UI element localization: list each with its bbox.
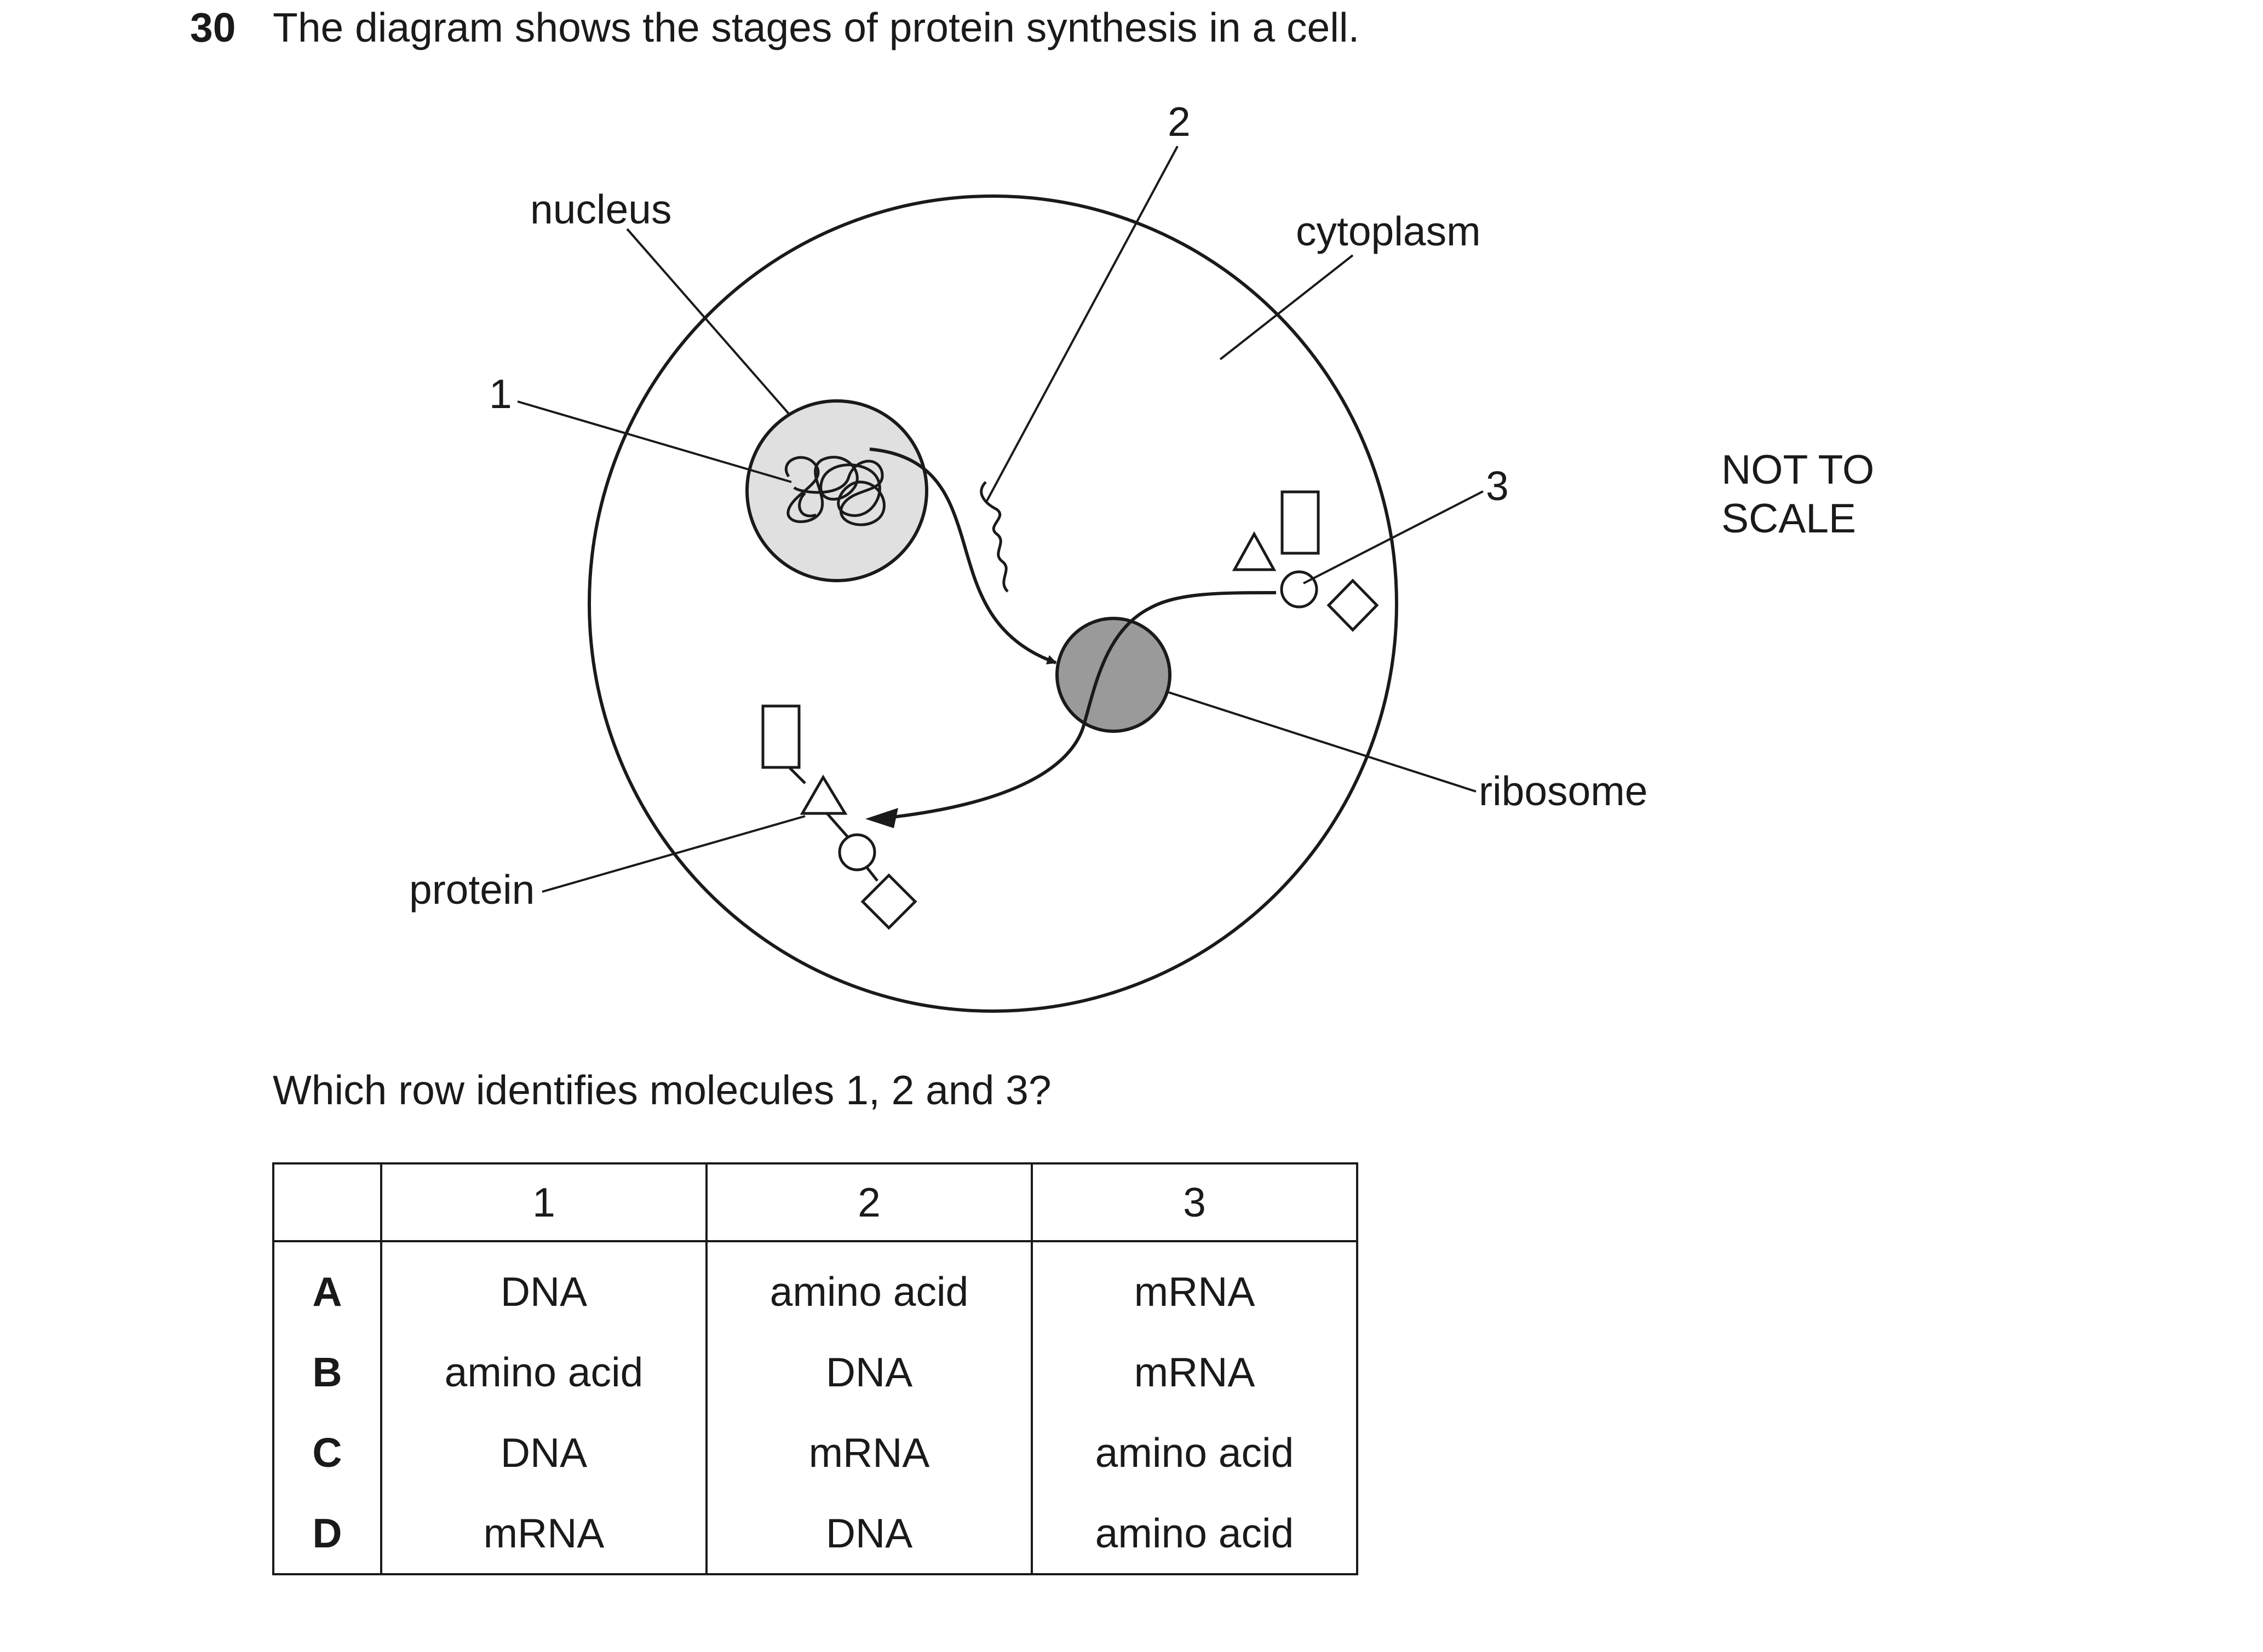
protein-diamond — [860, 873, 917, 930]
amino-acid-circle — [1280, 570, 1318, 609]
table-cell: amino acid — [1031, 1493, 1358, 1575]
cell-membrane — [588, 194, 1398, 1013]
amino-acid-rectangle — [1280, 490, 1320, 555]
mrna-through-ribosome — [876, 591, 1277, 821]
table-row: A DNA amino acid mRNA — [272, 1241, 1358, 1332]
molecule-2-leader-line — [985, 146, 1179, 503]
table-cell: DNA — [705, 1332, 1033, 1412]
table-header-row: 1 2 3 — [272, 1162, 1358, 1242]
table-header-cell — [272, 1162, 382, 1242]
protein-bond-1 — [788, 766, 806, 784]
option-label: B — [272, 1332, 382, 1412]
nucleus-shape — [745, 399, 928, 582]
label-ribosome: ribosome — [1479, 768, 1647, 814]
label-molecule-2: 2 — [1168, 99, 1191, 145]
table-row: C DNA mRNA amino acid — [272, 1412, 1358, 1493]
not-to-scale-line-2: SCALE — [1721, 495, 1856, 541]
table-cell: mRNA — [705, 1412, 1033, 1493]
label-molecule-1: 1 — [489, 371, 512, 417]
not-to-scale-line-1: NOT TO — [1721, 446, 1874, 492]
molecule-3-leader-line — [1303, 490, 1484, 584]
amino-acid-diamond — [1326, 578, 1379, 632]
label-protein: protein — [409, 867, 535, 913]
question-prompt: Which row identifies molecules 1, 2 and … — [273, 1067, 1052, 1113]
table-cell: amino acid — [380, 1332, 708, 1412]
nucleus-leader-line — [626, 228, 790, 415]
protein-arrowhead — [865, 808, 898, 828]
option-label: A — [272, 1241, 382, 1332]
table-cell: mRNA — [1031, 1332, 1358, 1412]
molecule-1-leader-line — [517, 400, 792, 483]
table-cell: DNA — [380, 1241, 708, 1332]
question-number: 30 — [190, 4, 236, 50]
protein-triangle — [800, 775, 848, 815]
option-label: C — [272, 1412, 382, 1493]
option-label: D — [272, 1493, 382, 1575]
table-cell: mRNA — [380, 1493, 708, 1575]
table-header-cell: 1 — [380, 1162, 708, 1242]
protein-bond-3 — [866, 867, 878, 882]
table-header-cell: 2 — [705, 1162, 1033, 1242]
table-cell: DNA — [380, 1412, 708, 1493]
protein-bond-2 — [826, 812, 849, 838]
ribosome-shape — [1055, 617, 1171, 733]
amino-acid-triangle — [1232, 531, 1277, 571]
table-row: D mRNA DNA amino acid — [272, 1493, 1358, 1575]
mrna-pathway-arrow — [869, 448, 1057, 664]
protein-synthesis-diagram: nucleus 1 2 cytoplasm 3 ribosome protein… — [409, 99, 1874, 1013]
label-cytoplasm: cytoplasm — [1296, 208, 1481, 254]
ribosome-leader-line — [1168, 691, 1477, 793]
table-header-cell: 3 — [1031, 1162, 1358, 1242]
table-cell: amino acid — [1031, 1412, 1358, 1493]
table-cell: amino acid — [705, 1241, 1033, 1332]
label-nucleus: nucleus — [530, 186, 672, 232]
question-text: The diagram shows the stages of protein … — [273, 4, 1360, 50]
label-molecule-3: 3 — [1486, 463, 1509, 509]
table-row: B amino acid DNA mRNA — [272, 1332, 1358, 1412]
cytoplasm-leader-line — [1219, 254, 1354, 360]
molecule-2-strand — [980, 481, 1009, 593]
protein-circle — [838, 833, 876, 871]
table-cell: DNA — [705, 1493, 1033, 1575]
protein-leader-line — [542, 815, 806, 893]
protein-rectangle — [761, 704, 801, 769]
dna-tangle — [784, 456, 886, 526]
answer-table: 1 2 3 A DNA amino acid mRNA B amino acid… — [272, 1162, 1358, 1575]
table-cell: mRNA — [1031, 1241, 1358, 1332]
